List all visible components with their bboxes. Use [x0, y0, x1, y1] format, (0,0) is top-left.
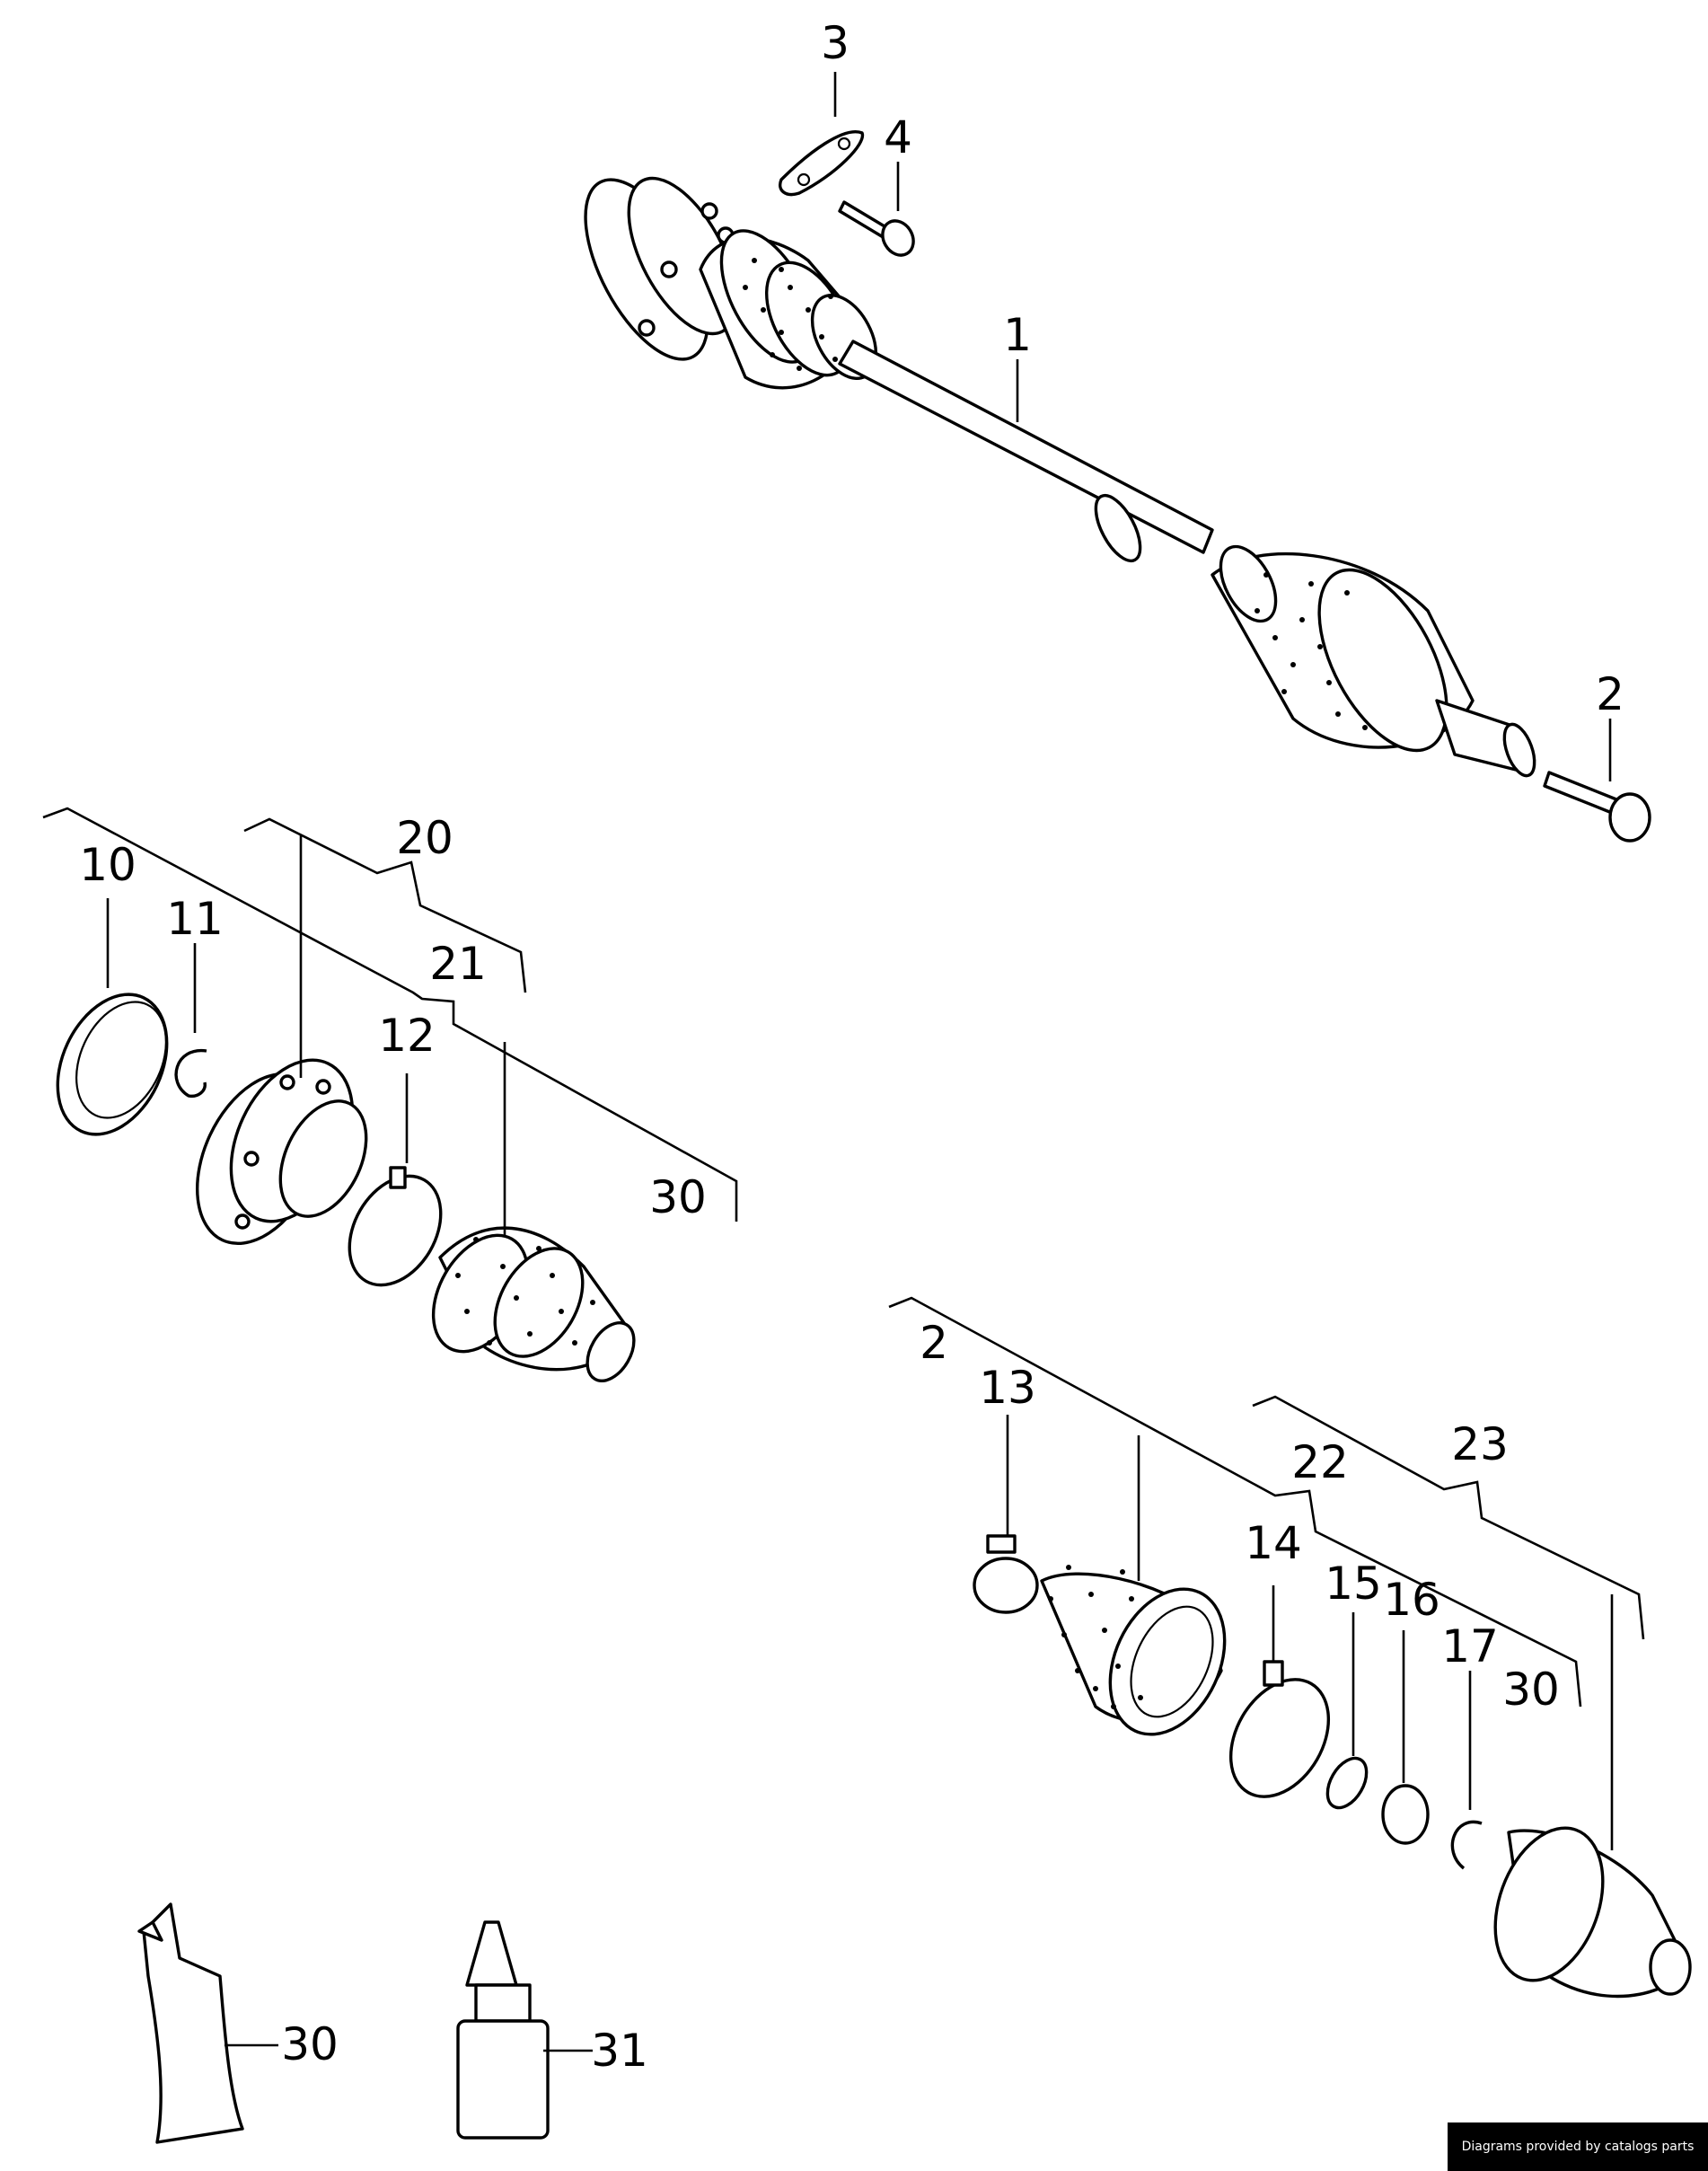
right-boot-kit — [973, 1534, 1692, 1999]
callout-12: 12 — [378, 1010, 436, 1062]
callout-2: 2 — [1596, 668, 1624, 720]
grease-tube — [137, 1902, 244, 2144]
leader-lines — [42, 72, 1645, 2052]
callout-31: 31 — [591, 2025, 648, 2077]
callout-17: 17 — [1441, 1620, 1499, 1672]
callout-22: 22 — [1291, 1436, 1349, 1488]
callout-4: 4 — [884, 111, 912, 163]
callout-11: 11 — [166, 893, 224, 945]
locking-plate — [779, 130, 865, 197]
hex-bolt — [1543, 771, 1651, 843]
drive-shaft-assembly — [584, 176, 1536, 778]
callout-1: 1 — [1003, 309, 1032, 361]
callout-labels: 3 4 1 2 20 10 11 21 12 30 2 13 23 22 14 … — [79, 17, 1624, 2077]
callout-21: 21 — [429, 938, 487, 990]
flange-bolt — [838, 200, 915, 257]
callout-2-kit: 2 — [920, 1317, 948, 1369]
callout-20: 20 — [396, 812, 453, 864]
callout-15: 15 — [1325, 1558, 1382, 1610]
callout-14: 14 — [1245, 1517, 1302, 1569]
callout-13: 13 — [979, 1362, 1036, 1414]
callout-3: 3 — [821, 17, 850, 69]
credit-badge: Diagrams provided by catalogs parts — [1448, 2122, 1708, 2171]
callout-30-grease: 30 — [281, 2018, 339, 2070]
sealant-bottle — [456, 1920, 550, 2140]
callout-10: 10 — [79, 839, 136, 891]
callout-30-right-kit: 30 — [1502, 1664, 1560, 1716]
callout-23: 23 — [1451, 1418, 1509, 1470]
callout-16: 16 — [1383, 1574, 1440, 1626]
callout-30-left-kit: 30 — [649, 1171, 707, 1223]
left-boot-kit — [56, 993, 636, 1382]
